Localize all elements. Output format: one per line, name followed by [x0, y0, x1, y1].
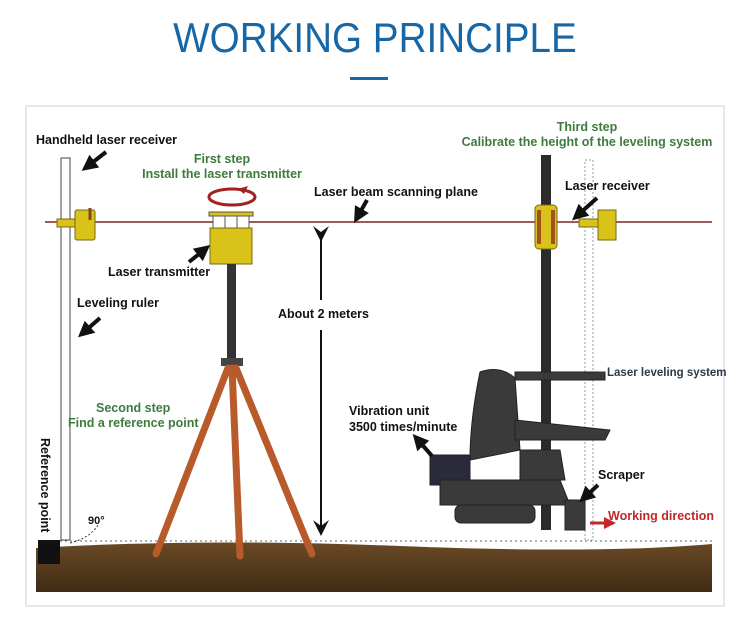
label-second-step: Second step	[96, 401, 171, 415]
label-vibration-unit: Vibration unit	[349, 404, 430, 418]
label-leveling-ruler: Leveling ruler	[77, 296, 159, 310]
label-scraper: Scraper	[598, 468, 645, 482]
label-vibration-rate: 3500 times/minute	[349, 420, 457, 434]
angle-arc	[69, 524, 99, 544]
label-about-2m: About 2 meters	[278, 307, 369, 321]
rotation-icon	[207, 187, 257, 207]
pointer-arrows	[77, 150, 600, 503]
tripod	[152, 364, 316, 560]
transmitter-pole	[227, 264, 236, 362]
label-first-step-desc: Install the laser transmitter	[142, 167, 302, 181]
label-handheld-receiver: Handheld laser receiver	[36, 133, 177, 147]
label-reference-point: Reference point	[38, 438, 52, 533]
leveling-ruler	[60, 157, 71, 541]
ruler-receiver	[597, 209, 617, 241]
page-title: WORKING PRINCIPLE	[173, 14, 577, 61]
reference-block	[38, 540, 60, 564]
title-underline	[350, 77, 388, 80]
label-first-step: First step	[194, 152, 251, 166]
receiver-clamp	[56, 218, 76, 228]
ground	[36, 542, 712, 592]
label-scanning-plane: Laser beam scanning plane	[314, 185, 478, 199]
label-laser-leveling-system: Laser leveling system	[607, 367, 727, 379]
label-laser-receiver: Laser receiver	[565, 179, 650, 193]
label-second-step-desc: Find a reference point	[68, 416, 199, 430]
dotted-ruler	[584, 159, 594, 541]
label-angle: 90°	[88, 515, 105, 527]
handheld-receiver	[74, 209, 96, 241]
screed-machine	[429, 369, 611, 531]
laser-transmitter	[209, 227, 253, 265]
label-working-direction: Working direction	[608, 509, 714, 523]
frame	[25, 105, 725, 607]
machine-mast	[541, 155, 551, 530]
label-laser-transmitter: Laser transmitter	[108, 265, 210, 279]
label-third-step: Third step	[557, 120, 618, 134]
label-third-step-desc: Calibrate the height of the leveling sys…	[462, 135, 713, 149]
